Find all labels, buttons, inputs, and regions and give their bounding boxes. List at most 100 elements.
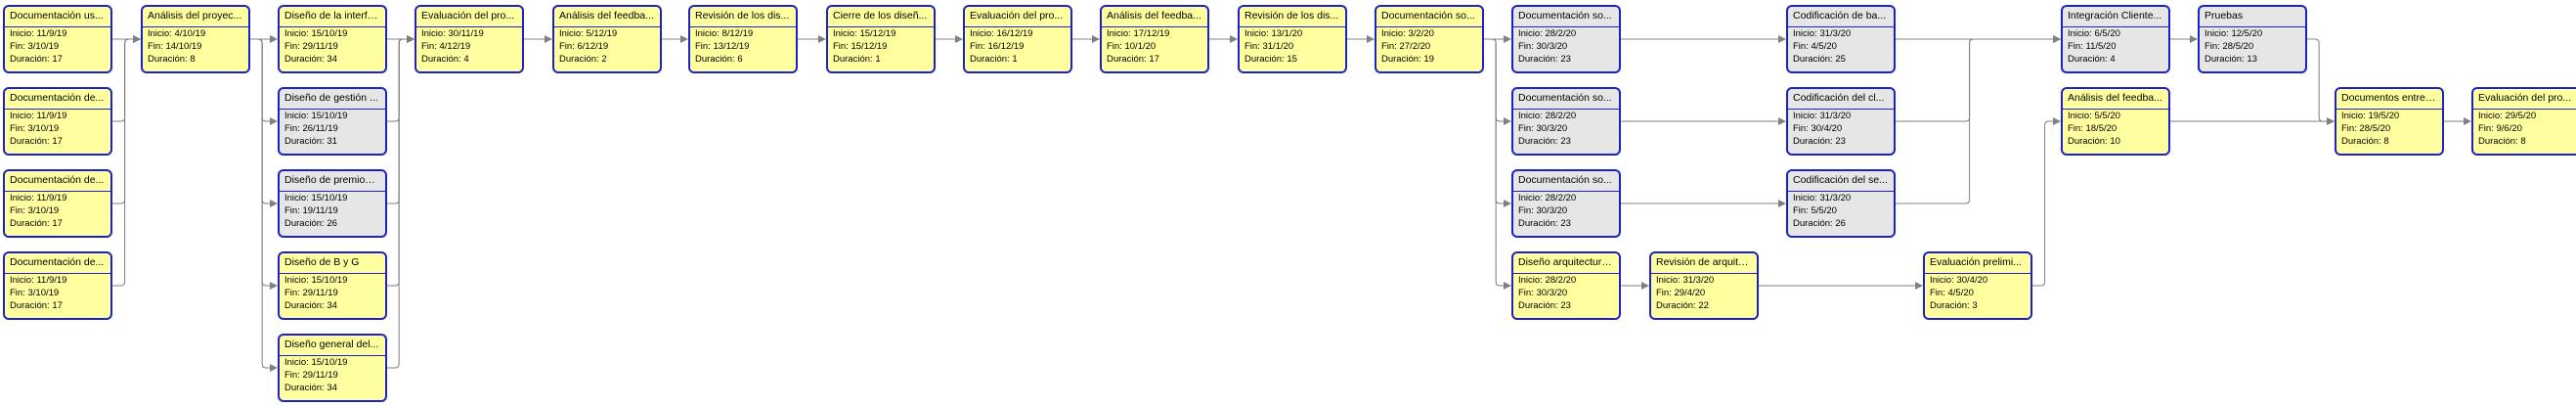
task-end-value: 16/12/19: [987, 41, 1025, 52]
task-end-value: 29/11/19: [302, 41, 338, 52]
task-start-value: 15/10/19: [311, 28, 348, 39]
task-start-row: Inicio: 28/2/20: [1513, 274, 1619, 287]
task-start-label: Inicio:: [1381, 28, 1406, 39]
task-duration-value: 23: [1560, 300, 1571, 311]
task-end-label: Fin:: [1518, 123, 1534, 134]
task-duration-label: Duración:: [1656, 300, 1696, 311]
task-start-row: Inicio: 11/9/19: [5, 192, 110, 204]
task-end-label: Fin:: [2205, 41, 2220, 52]
task-start-value: 3/2/20: [1408, 28, 1434, 39]
task-end-row: Fin: 27/2/20: [1376, 40, 1482, 53]
task-end-row: Fin: 3/10/19: [5, 122, 110, 135]
task-end-label: Fin:: [1107, 41, 1122, 52]
task-duration-row: Duración: 17: [5, 217, 110, 230]
task-title: Revisión de arquite...: [1651, 253, 1757, 274]
task-start-value: 5/12/19: [586, 28, 618, 39]
task-start-label: Inicio:: [148, 28, 172, 39]
task-duration-label: Duración:: [1244, 54, 1285, 65]
task-title: Documentación so...: [1513, 89, 1619, 110]
task-title: Pruebas: [2200, 7, 2305, 27]
task-title: Cierre de los diseñ...: [828, 7, 934, 27]
task-duration-label: Duración:: [1107, 54, 1147, 65]
task-title: Diseño de premios ...: [280, 171, 385, 192]
task-start-label: Inicio:: [1793, 28, 1817, 39]
task-end-label: Fin:: [1793, 205, 1809, 216]
task-duration-label: Duración:: [1793, 136, 1833, 147]
task-start-label: Inicio:: [2478, 111, 2503, 121]
task-end-row: Fin: 26/11/19: [280, 122, 385, 135]
task-end-value: 13/12/19: [713, 41, 750, 52]
task-end-row: Fin: 13/12/19: [690, 40, 796, 53]
task-start-value: 17/12/19: [1133, 28, 1170, 39]
task-duration-value: 25: [1835, 54, 1846, 65]
task-start-label: Inicio:: [1930, 275, 1954, 286]
task-end-label: Fin:: [10, 205, 25, 216]
task-duration-label: Duración:: [284, 218, 325, 229]
task-duration-label: Duración:: [2205, 54, 2245, 65]
task-duration-row: Duración: 23: [1513, 135, 1619, 148]
task-start-row: Inicio: 15/12/19: [828, 27, 934, 40]
task-start-value: 11/9/19: [36, 275, 67, 286]
task-duration-row: Duración: 26: [1788, 217, 1894, 230]
task-end-label: Fin:: [10, 41, 25, 52]
task-title: Evaluación prelimi...: [1925, 253, 2030, 274]
task-start-row: Inicio: 28/2/20: [1513, 27, 1619, 40]
link-t9-t11: [387, 35, 415, 287]
task-start-label: Inicio:: [1656, 275, 1681, 286]
task-duration-label: Duración:: [421, 54, 461, 65]
task-start-label: Inicio:: [2341, 111, 2366, 121]
task-duration-value: 3: [1972, 300, 1978, 311]
task-start-value: 15/10/19: [311, 111, 348, 121]
task-end-label: Fin:: [559, 41, 575, 52]
task-end-value: 15/12/19: [851, 41, 888, 52]
task-title: Integración Cliente...: [2063, 7, 2168, 27]
task-start-value: 15/10/19: [311, 275, 348, 286]
task-end-row: Fin: 15/12/19: [828, 40, 934, 53]
task-end-row: Fin: 30/3/20: [1513, 40, 1619, 53]
task-start-label: Inicio:: [1793, 193, 1817, 203]
task-duration-value: 4: [2110, 54, 2116, 65]
task-end-row: Fin: 9/6/20: [2473, 122, 2576, 135]
task-title: Evaluación del pro...: [965, 7, 1070, 27]
task-duration-value: 17: [52, 218, 63, 229]
task-end-value: 4/12/19: [439, 41, 471, 52]
task-start-row: Inicio: 31/3/20: [1651, 274, 1757, 287]
task-end-value: 29/11/19: [302, 288, 338, 298]
task-start-value: 30/11/19: [448, 28, 484, 39]
task-title: Evaluación del pro...: [416, 7, 522, 27]
task-duration-label: Duración:: [2068, 54, 2108, 65]
